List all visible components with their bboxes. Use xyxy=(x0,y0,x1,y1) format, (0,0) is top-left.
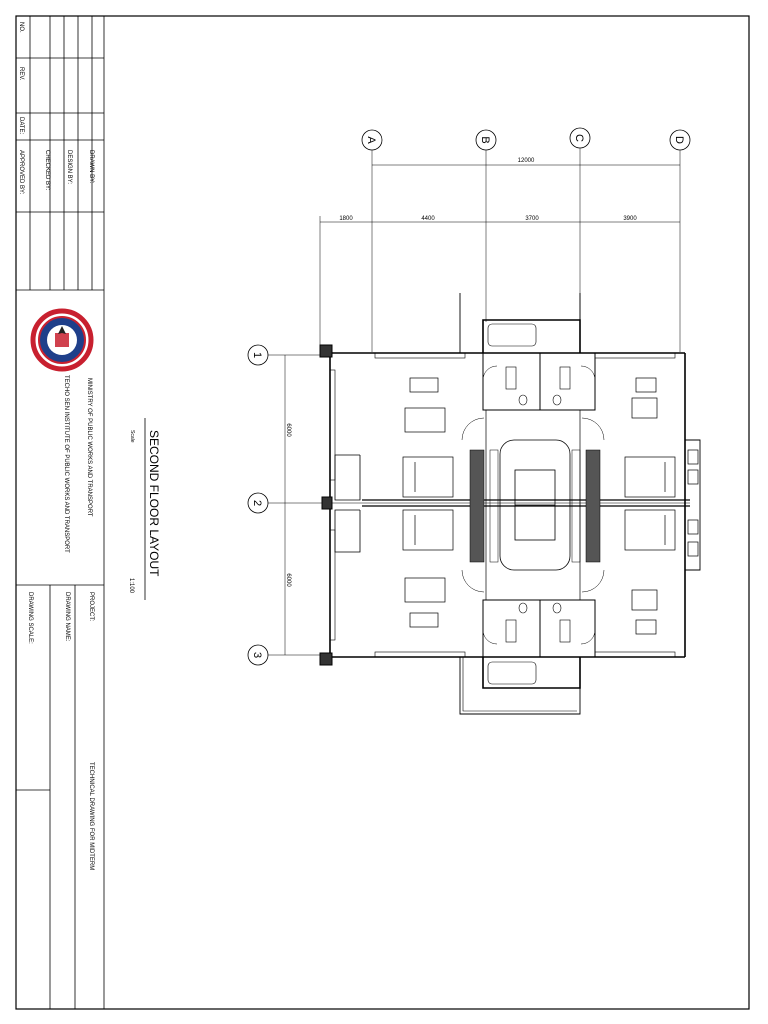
grid-bubble-2: 2 xyxy=(247,492,269,514)
checked-by-label: CHECKED BY: xyxy=(44,150,50,191)
seating xyxy=(404,397,658,611)
svg-text:A: A xyxy=(365,136,377,144)
bath-fixtures xyxy=(487,323,571,685)
grid-bubble-b: B xyxy=(475,129,497,151)
date-label: DATE: xyxy=(18,117,24,135)
dim-left-1: 6000 xyxy=(285,423,291,437)
plan-title: SECOND FLOOR LAYOUT xyxy=(147,430,161,577)
scale-value: 1:100 xyxy=(128,578,134,594)
grid-bubble-1: 1 xyxy=(247,344,269,366)
svg-text:C: C xyxy=(573,134,585,142)
grid-bubble-d: D xyxy=(669,129,691,151)
porch-columns xyxy=(687,449,699,557)
title-block xyxy=(16,16,105,1009)
drawing-scale-label: DRAWING SCALE: xyxy=(27,592,33,644)
column-bottom-left xyxy=(319,652,333,666)
dim-left-2: 6000 xyxy=(285,573,291,587)
grid-lines xyxy=(268,148,690,656)
column-mid-left xyxy=(321,496,333,510)
stair-core xyxy=(499,439,571,571)
central-spine-wall xyxy=(362,499,690,507)
no-label: NO. xyxy=(18,22,24,33)
beds xyxy=(402,456,676,551)
grid-bubble-a: A xyxy=(361,129,383,151)
stair-treads xyxy=(469,449,601,563)
column-top-left xyxy=(319,344,333,358)
door-swings xyxy=(461,365,605,645)
scale-label: Scale xyxy=(129,430,135,443)
project-label: PROJECT: xyxy=(88,592,94,621)
grid-bubble-3: 3 xyxy=(247,644,269,666)
dimension-texts: 12000 1800 4400 3700 3900 6000 6000 xyxy=(285,158,637,587)
drawing-name-label: DRAWING NAME: xyxy=(64,592,70,642)
title-block-labels: NO. REV. DATE: APPROVED BY: CHECKED BY: … xyxy=(18,22,94,870)
dim-top-2: 4400 xyxy=(421,216,435,222)
dim-top-4: 3900 xyxy=(623,216,637,222)
design-by-label: DESIGN BY: xyxy=(66,150,72,184)
approved-by-label: APPROVED BY: xyxy=(18,150,24,195)
svg-text:1: 1 xyxy=(251,352,263,358)
floor-plan xyxy=(319,293,701,715)
dim-top-3: 3700 xyxy=(525,216,539,222)
institute-line: TECHO SEN INSTITUTE OF PUBLIC WORKS AND … xyxy=(63,375,69,553)
svg-text:3: 3 xyxy=(251,652,263,658)
grid-bubble-c: C xyxy=(569,127,591,149)
svg-text:B: B xyxy=(479,136,491,143)
sheet-border xyxy=(15,15,750,1010)
dim-top-1: 1800 xyxy=(339,216,353,222)
ministry-line: MINISTRY OF PUBLIC WORKS AND TRANSPORT xyxy=(86,378,92,517)
svg-text:D: D xyxy=(673,136,685,144)
drawn-by-label: DRAWN BY: xyxy=(88,150,94,184)
drawing-name-value: TECHNICAL DRAWING FOR MIDTERM xyxy=(88,762,94,870)
svg-text:2: 2 xyxy=(251,500,263,506)
interior-walls xyxy=(334,353,596,657)
ministry-logo xyxy=(30,308,94,372)
desks xyxy=(409,377,657,635)
grid-bubbles: A B C D 1 2 3 xyxy=(247,127,691,666)
windows xyxy=(329,352,676,658)
rev-label: REV. xyxy=(18,67,24,81)
dim-overall: 12000 xyxy=(518,158,535,164)
